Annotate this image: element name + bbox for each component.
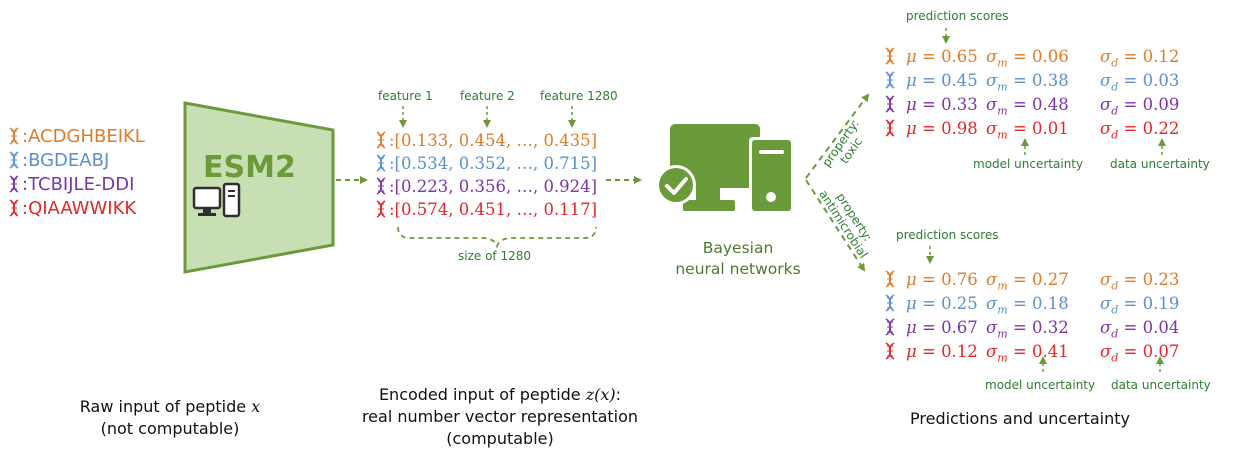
score-row: μ = 0.98 σm = 0.01 σd = 0.22	[884, 117, 1179, 141]
antimicrobial-prediction-scores-header: prediction scores	[896, 228, 999, 242]
toxic-scores-table: μ = 0.65 σm = 0.06 σd = 0.12 μ = 0.45 σm = 0…	[884, 45, 1179, 141]
dna-icon	[884, 71, 896, 89]
dna-icon	[884, 342, 896, 360]
dna-icon	[8, 199, 20, 217]
encoded-input-caption: Encoded input of peptide z(x): real numb…	[361, 385, 639, 448]
dna-icon	[884, 318, 896, 336]
computer-checkmark-icon	[656, 124, 794, 214]
data-uncertainty-value: σd = 0.07	[1100, 342, 1180, 365]
raw-sequence-2: :BGDEABJ	[8, 149, 145, 173]
raw-sequence-list: :ACDGHBEIKL :BGDEABJ :TCBIJLE-DDI :QIAAW…	[8, 125, 145, 221]
arrow-bnn-to-antimicrobial	[805, 179, 866, 272]
raw-input-caption: Raw input of peptide x (not computable)	[79, 397, 261, 438]
mean-score: μ = 0.25	[906, 294, 978, 313]
dna-icon	[884, 270, 896, 288]
dna-icon	[884, 95, 896, 113]
dna-icon	[375, 154, 387, 172]
score-row: μ = 0.25 σm = 0.18 σd = 0.19	[884, 292, 1179, 316]
mean-score: μ = 0.67	[906, 318, 978, 337]
toxic-prediction-scores-header: prediction scores	[906, 9, 1009, 23]
score-row: μ = 0.65 σm = 0.06 σd = 0.12	[884, 45, 1179, 69]
dna-icon	[375, 177, 387, 195]
bnn-label: Bayesian neural networks	[668, 238, 808, 280]
feature-1280-label: feature 1280	[540, 89, 618, 103]
data-uncertainty-value: σd = 0.22	[1100, 119, 1180, 142]
dna-icon	[375, 131, 387, 149]
raw-sequence-4: :QIAAWWIKK	[8, 197, 145, 221]
amp-data-uncertainty-label: data uncertainty	[1111, 378, 1211, 392]
mean-score: μ = 0.12	[906, 342, 978, 361]
encoded-vector-list: :[0.133, 0.454, …, 0.435] :[0.534, 0.352…	[375, 129, 597, 221]
score-row: μ = 0.67 σm = 0.32 σd = 0.04	[884, 316, 1179, 340]
bnn-label-line2: neural networks	[675, 260, 801, 278]
data-uncertainty-value: σd = 0.12	[1100, 47, 1180, 70]
score-row: μ = 0.12 σm = 0.41 σd = 0.07	[884, 340, 1179, 364]
model-uncertainty-value: σm = 0.32	[986, 318, 1069, 341]
raw-sequence-1: :ACDGHBEIKL	[8, 125, 145, 149]
model-uncertainty-value: σm = 0.06	[986, 47, 1069, 70]
esm2-label: ESM2	[203, 150, 296, 185]
mean-score: μ = 0.45	[906, 71, 978, 90]
model-uncertainty-value: σm = 0.38	[986, 71, 1069, 94]
dna-icon	[884, 47, 896, 65]
encoded-vector-1: :[0.133, 0.454, …, 0.435]	[375, 129, 597, 152]
toxic-model-uncertainty-label: model uncertainty	[973, 157, 1084, 171]
mean-score: μ = 0.33	[906, 95, 978, 114]
dna-icon	[8, 127, 20, 145]
data-uncertainty-value: σd = 0.19	[1100, 294, 1180, 317]
score-row: μ = 0.33 σm = 0.48 σd = 0.09	[884, 93, 1179, 117]
model-uncertainty-value: σm = 0.18	[986, 294, 1069, 317]
dna-icon	[884, 119, 896, 137]
feature-2-label: feature 2	[460, 89, 515, 103]
mean-score: μ = 0.76	[906, 270, 978, 289]
raw-sequence-3: :TCBIJLE-DDI	[8, 173, 145, 197]
model-uncertainty-value: σm = 0.27	[986, 270, 1069, 293]
encoded-vector-2: :[0.534, 0.352, …, 0.715]	[375, 152, 597, 175]
toxic-data-uncertainty-label: data uncertainty	[1110, 157, 1210, 171]
encoded-vector-3: :[0.223, 0.356, …, 0.924]	[375, 175, 597, 198]
desktop-computer-icon	[192, 182, 241, 218]
encoded-vector-4: :[0.574, 0.451, …, 0.117]	[375, 198, 597, 221]
predictions-caption: Predictions and uncertainty	[910, 409, 1130, 428]
model-uncertainty-value: σm = 0.48	[986, 95, 1069, 118]
mean-score: μ = 0.98	[906, 119, 978, 138]
bnn-label-line1: Bayesian	[702, 239, 774, 257]
vector-size-label: size of 1280	[458, 249, 532, 263]
dna-icon	[8, 175, 20, 193]
amp-model-uncertainty-label: model uncertainty	[985, 378, 1096, 392]
data-uncertainty-value: σd = 0.04	[1100, 318, 1180, 341]
feature-1-label: feature 1	[378, 89, 433, 103]
size-bracket	[397, 226, 597, 249]
score-row: μ = 0.76 σm = 0.27 σd = 0.23	[884, 268, 1179, 292]
model-uncertainty-value: σm = 0.01	[986, 119, 1069, 142]
mean-score: μ = 0.65	[906, 47, 978, 66]
dna-icon	[884, 294, 896, 312]
data-uncertainty-value: σd = 0.03	[1100, 71, 1180, 94]
score-row: μ = 0.45 σm = 0.38 σd = 0.03	[884, 69, 1179, 93]
dna-icon	[8, 151, 20, 169]
model-uncertainty-value: σm = 0.41	[986, 342, 1069, 365]
dna-icon	[375, 200, 387, 218]
antimicrobial-scores-table: μ = 0.76 σm = 0.27 σd = 0.23 μ = 0.25 σm = 0…	[884, 268, 1179, 364]
esm2-encoder-shape	[183, 101, 335, 274]
data-uncertainty-value: σd = 0.09	[1100, 95, 1180, 118]
data-uncertainty-value: σd = 0.23	[1100, 270, 1180, 293]
